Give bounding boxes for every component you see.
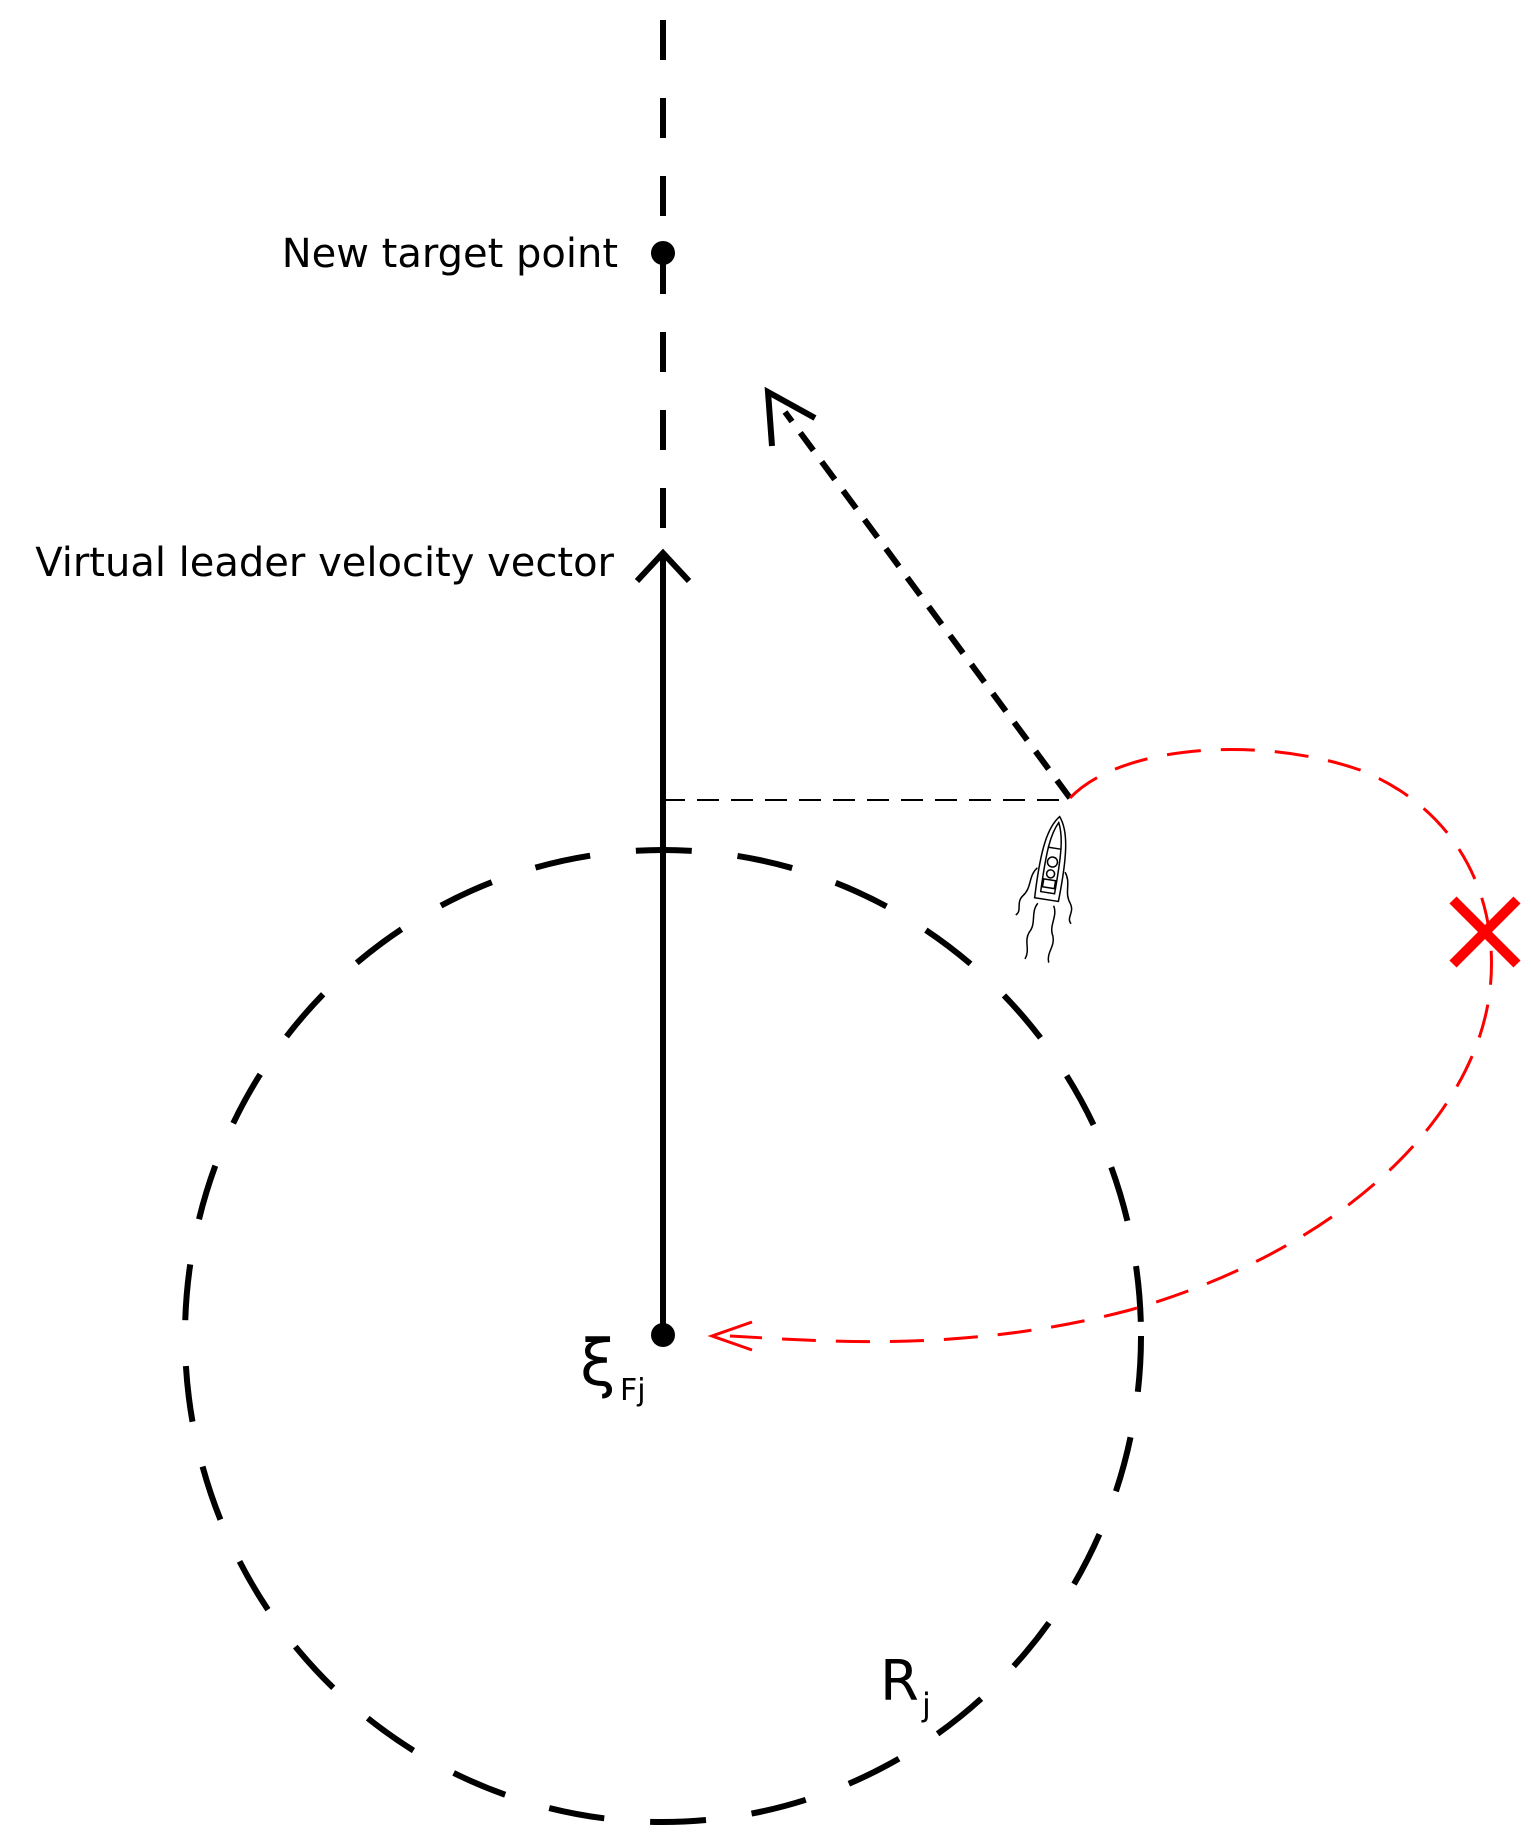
heading-arrow-head — [764, 386, 817, 447]
vessel-trajectory-arrowhead — [707, 1320, 753, 1352]
formation-point-dot — [651, 1323, 675, 1347]
red-x-mark-icon — [1449, 896, 1521, 968]
heading-arrow-dashed — [782, 410, 1073, 800]
vessel-trajectory-dashed — [729, 747, 1493, 1344]
boat-icon — [1015, 815, 1073, 963]
new-target-point-label: New target point — [282, 231, 618, 277]
velocity-vector-arrowhead — [634, 548, 692, 584]
xi-subscript: Fj — [620, 1373, 646, 1408]
new-target-point-dot — [651, 241, 675, 265]
radius-subscript: j — [921, 1686, 931, 1724]
radius-label: R — [880, 1649, 919, 1714]
xi-symbol: ξ — [580, 1327, 616, 1401]
velocity-vector-label: Virtual leader velocity vector — [35, 540, 614, 586]
radius-circle-dashed — [182, 847, 1144, 1825]
